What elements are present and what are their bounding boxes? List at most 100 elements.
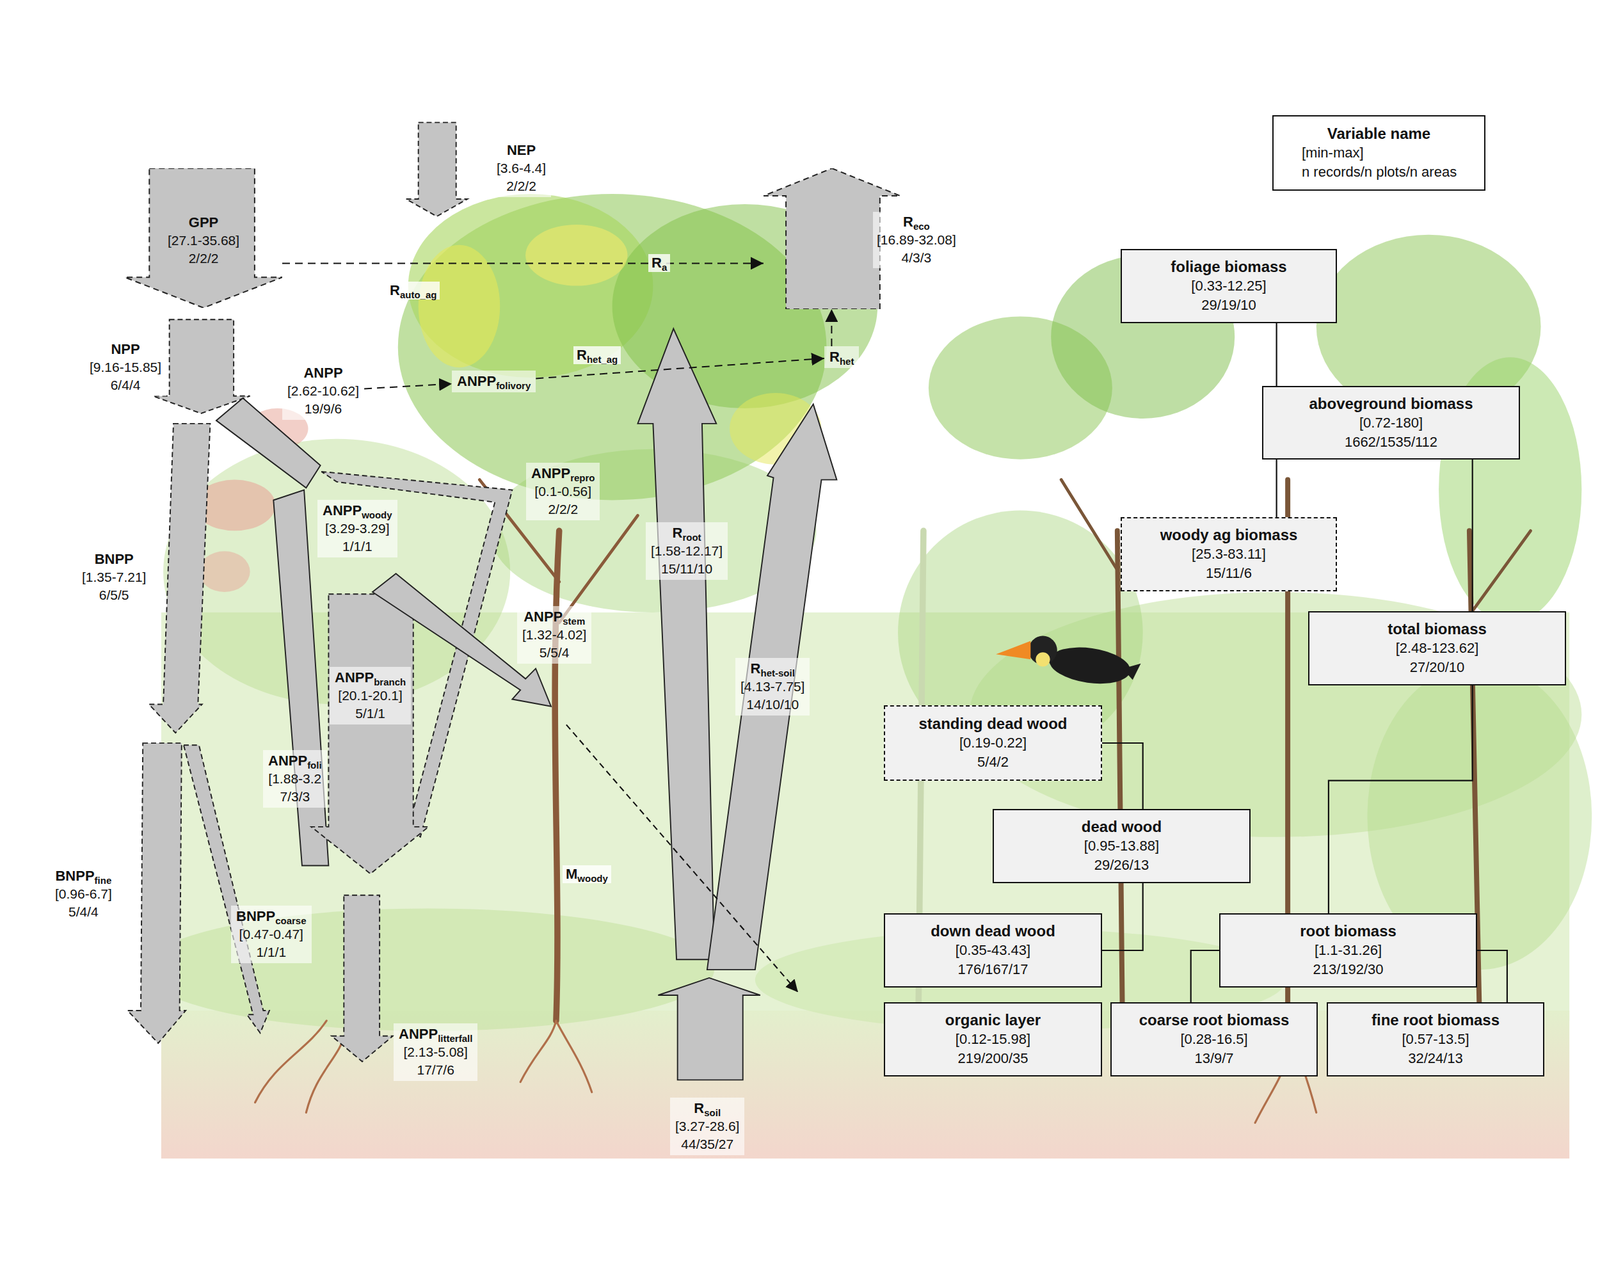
record-count: 17/7/6 xyxy=(416,1062,454,1078)
flux-label: NEP[3.6-4.4]2/2/2 xyxy=(491,139,552,198)
variable-name: woody ag biomass xyxy=(1160,526,1298,544)
record-count: 5/4/4 xyxy=(68,904,99,920)
text-line: [0.28-16.5] xyxy=(1180,1029,1248,1049)
record-count: 44/35/27 xyxy=(680,1136,734,1152)
toucan-tail xyxy=(1122,663,1142,681)
record-count: 29/26/13 xyxy=(1094,856,1150,873)
text-line: NPP xyxy=(89,340,162,359)
text-line: Rhet xyxy=(829,348,854,367)
value-range: [1.1-31.26] xyxy=(1314,942,1382,959)
text-line: [0.1-0.56] xyxy=(531,482,595,501)
variable-name: R xyxy=(693,1100,704,1117)
subscript: het_ag xyxy=(586,353,618,365)
biomass-box: woody ag biomass[25.3-83.11] 15/11/6 xyxy=(1120,517,1337,592)
text-line: 1/1/1 xyxy=(322,537,393,556)
r-het-soil-arrow xyxy=(707,404,837,971)
nep-arrow xyxy=(406,122,468,217)
flux-label: Rsoil[3.27-28.6] 44/35/27 xyxy=(670,1097,745,1156)
text-line: 6/5/5 xyxy=(81,586,146,605)
record-count: 15/11/6 xyxy=(1205,565,1252,582)
text-line: [16.89-32.08] xyxy=(876,231,957,249)
value-range: [3.27-28.6] xyxy=(675,1118,740,1134)
text-line: 15/11/10 xyxy=(650,560,723,578)
branch xyxy=(1061,480,1119,573)
flux-label: NPP[9.16-15.85]6/4/4 xyxy=(84,338,167,397)
text-line: [4.13-7.75] xyxy=(740,677,805,696)
flux-label: BNPP[1.35-7.21]6/5/5 xyxy=(76,548,152,607)
record-count: 5/4/2 xyxy=(977,753,1009,770)
record-count: 219/200/35 xyxy=(957,1050,1028,1067)
text-line: [1.32-4.02] xyxy=(522,625,587,644)
text-line: [3.27-28.6] xyxy=(675,1117,740,1136)
variable-name: R xyxy=(672,524,683,541)
value-range: [1.58-12.17] xyxy=(650,543,723,559)
subscript: repro xyxy=(570,472,595,484)
anpp-branch-arrow xyxy=(311,593,429,874)
text-line: Rsoil xyxy=(675,1099,740,1118)
subscript: branch xyxy=(373,676,406,688)
variable-name: foliage biomass xyxy=(1170,257,1287,276)
text-line: BNPPcoarse xyxy=(236,907,307,926)
variable-name: NPP xyxy=(110,341,140,358)
value-range: [0.19-0.22] xyxy=(959,734,1027,751)
root-lines xyxy=(520,1020,592,1093)
flux-arrow: GPP[27.1-35.68]2/2/2 xyxy=(124,168,283,308)
text-line: [2.13-5.08] xyxy=(398,1043,473,1062)
record-count: 15/11/10 xyxy=(661,561,713,576)
text-line: [0.12-15.98] xyxy=(955,1029,1031,1049)
text-line: ANPPlitterfall xyxy=(398,1025,473,1044)
text-line: [1.88-3.2 xyxy=(268,769,322,788)
value-range: [25.3-83.11] xyxy=(1191,545,1266,562)
variable-name: BNPP xyxy=(236,908,276,925)
text-line: 2/2/2 xyxy=(496,177,546,196)
subscript: folivory xyxy=(496,380,531,392)
value-range: [2.48-123.62] xyxy=(1395,640,1480,656)
text-line: root biomass xyxy=(1299,921,1397,941)
biomass-box: total biomass[2.48-123.62]27/20/10 xyxy=(1308,611,1567,686)
text-line: GPP xyxy=(167,213,240,232)
text-line: 14/10/10 xyxy=(740,695,805,714)
record-count: 14/10/10 xyxy=(746,696,799,712)
text-line: Rhet-soil xyxy=(740,659,805,678)
subscript: auto_ag xyxy=(400,289,438,301)
text-line: [1.1-31.26] xyxy=(1314,940,1382,960)
variable-name: GPP xyxy=(188,214,219,231)
flux-connector xyxy=(282,262,764,264)
subscript: stem xyxy=(562,615,585,627)
flux-label: ANPPfoli[1.88-3.27/3/3 xyxy=(263,750,328,808)
text-line: 2/2/2 xyxy=(531,500,595,519)
subscript: het-soil xyxy=(760,667,795,679)
variable-name: coarse root biomass xyxy=(1139,1011,1290,1029)
flux-label: ANPPlitterfall[2.13-5.08]17/7/6 xyxy=(393,1023,478,1081)
text-line: fine root biomass xyxy=(1371,1010,1500,1030)
value-range: [0.96-6.7] xyxy=(55,886,112,902)
record-count: 4/3/3 xyxy=(901,250,932,265)
record-count: 1/1/1 xyxy=(342,538,373,554)
text-line: [0.96-6.7] xyxy=(55,885,112,904)
record-count: 2/2/2 xyxy=(547,501,578,517)
text-line: ANPPfolivory xyxy=(456,372,531,391)
value-range: [0.28-16.5] xyxy=(1180,1031,1248,1048)
value-range: [0.35-43.43] xyxy=(955,942,1031,959)
tree-connector xyxy=(1191,950,1220,1003)
value-range: [0.47-0.47] xyxy=(239,926,304,942)
subscript: root xyxy=(682,531,701,543)
variable-name: BNPP xyxy=(94,551,134,568)
npp-arrow xyxy=(152,319,250,414)
trunk xyxy=(554,530,560,1021)
variable-name: NEP xyxy=(506,142,536,159)
text-line: standing dead wood xyxy=(919,714,1068,734)
text-line: aboveground biomass xyxy=(1308,394,1473,414)
value-range: [20.1-20.1] xyxy=(337,688,402,703)
biomass-box: organic layer[0.12-15.98]219/200/35 xyxy=(883,1002,1103,1077)
text-line: BNPPfine xyxy=(55,867,112,886)
record-count: 13/9/7 xyxy=(1194,1050,1234,1067)
subscript: eco xyxy=(913,220,930,232)
label-text: R xyxy=(576,346,587,363)
foliage-blob xyxy=(525,224,628,287)
variable-name: BNPP xyxy=(55,867,95,884)
variable-name: Variable name xyxy=(1327,124,1431,143)
biomass-box: root biomass[1.1-31.26]213/192/30 xyxy=(1219,913,1478,988)
biomass-box: down dead wood[0.35-43.43]176/167/17 xyxy=(883,913,1103,988)
label-text: R xyxy=(389,282,400,299)
